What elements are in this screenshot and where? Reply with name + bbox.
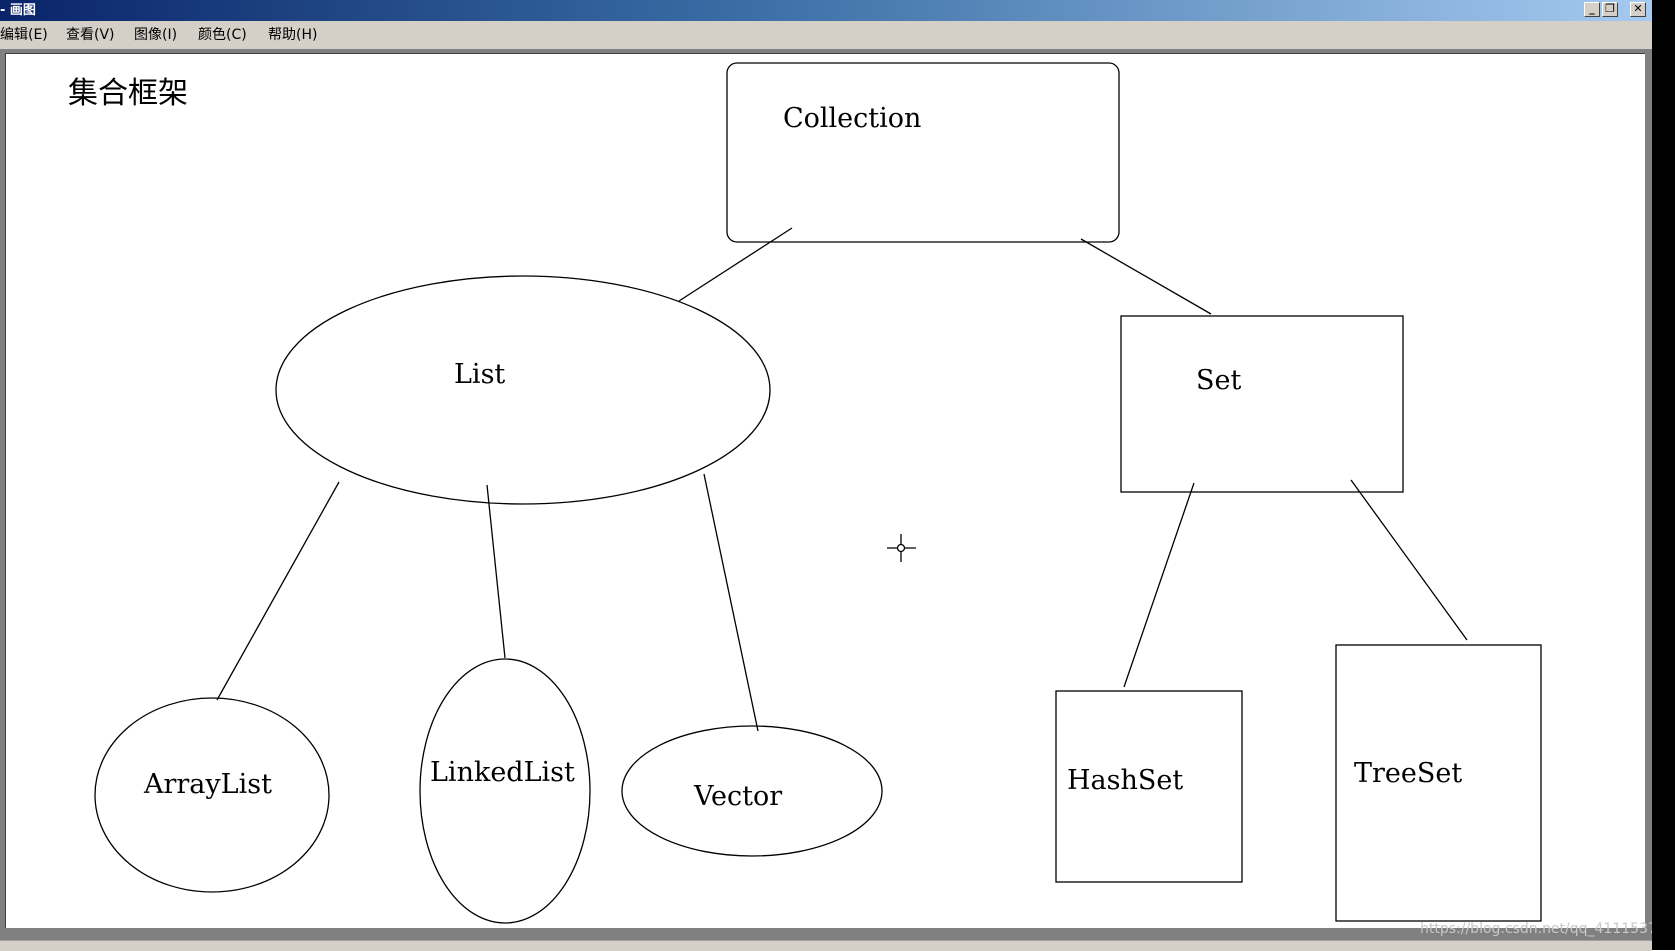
label-collection: Collection: [783, 103, 921, 134]
menu-edit[interactable]: 编辑(E): [0, 27, 48, 43]
arraylist-ellipse: [94, 697, 330, 893]
menu-view[interactable]: 查看(V): [66, 27, 115, 43]
vector-ellipse: [621, 725, 883, 857]
label-treeset: TreeSet: [1354, 758, 1462, 789]
collection-diagram[interactable]: Collection List Set ArrayList LinkedList…: [0, 0, 1652, 935]
set-box: [1120, 315, 1404, 493]
restore-button[interactable]: ❐: [1602, 2, 1618, 17]
label-vector: Vector: [693, 781, 782, 812]
treeset-box: [1335, 644, 1542, 922]
connector-list-vector: [703, 473, 759, 732]
window-edge: [1652, 0, 1675, 950]
status-bar: [0, 940, 1652, 951]
canvas-heading: 集合框架: [68, 76, 188, 111]
connector-set-hashset: [1123, 482, 1195, 688]
crosshair-cursor: [887, 534, 916, 562]
label-hashset: HashSet: [1067, 765, 1183, 796]
menu-help[interactable]: 帮助(H): [268, 27, 318, 43]
label-linkedlist: LinkedList: [430, 757, 575, 788]
drawing-canvas[interactable]: [5, 53, 1645, 928]
label-list: List: [454, 359, 505, 390]
list-ellipse: [275, 275, 771, 505]
label-arraylist: ArrayList: [143, 769, 272, 800]
title-bar: - 画图 _ ❐ ✕: [0, 0, 1652, 21]
collection-box: [726, 62, 1120, 243]
connector-collection-set: [1080, 238, 1212, 315]
minimize-button[interactable]: _: [1584, 2, 1600, 17]
connector-set-treeset: [1350, 479, 1468, 641]
linkedlist-ellipse: [419, 658, 591, 924]
menu-colors[interactable]: 颜色(C): [198, 27, 247, 43]
window-title: - 画图: [0, 3, 36, 18]
menu-bar: 编辑(E) 查看(V) 图像(I) 颜色(C) 帮助(H): [0, 21, 1652, 49]
connector-collection-list: [678, 227, 793, 302]
label-set: Set: [1196, 365, 1241, 396]
watermark-text: https://blog.csdn.net/qq_41115379: [1420, 921, 1666, 937]
menu-image[interactable]: 图像(I): [134, 27, 178, 43]
hashset-box: [1055, 690, 1243, 883]
close-button[interactable]: ✕: [1630, 2, 1646, 17]
connector-list-linkedlist: [486, 484, 506, 659]
connector-list-arraylist: [216, 481, 340, 701]
